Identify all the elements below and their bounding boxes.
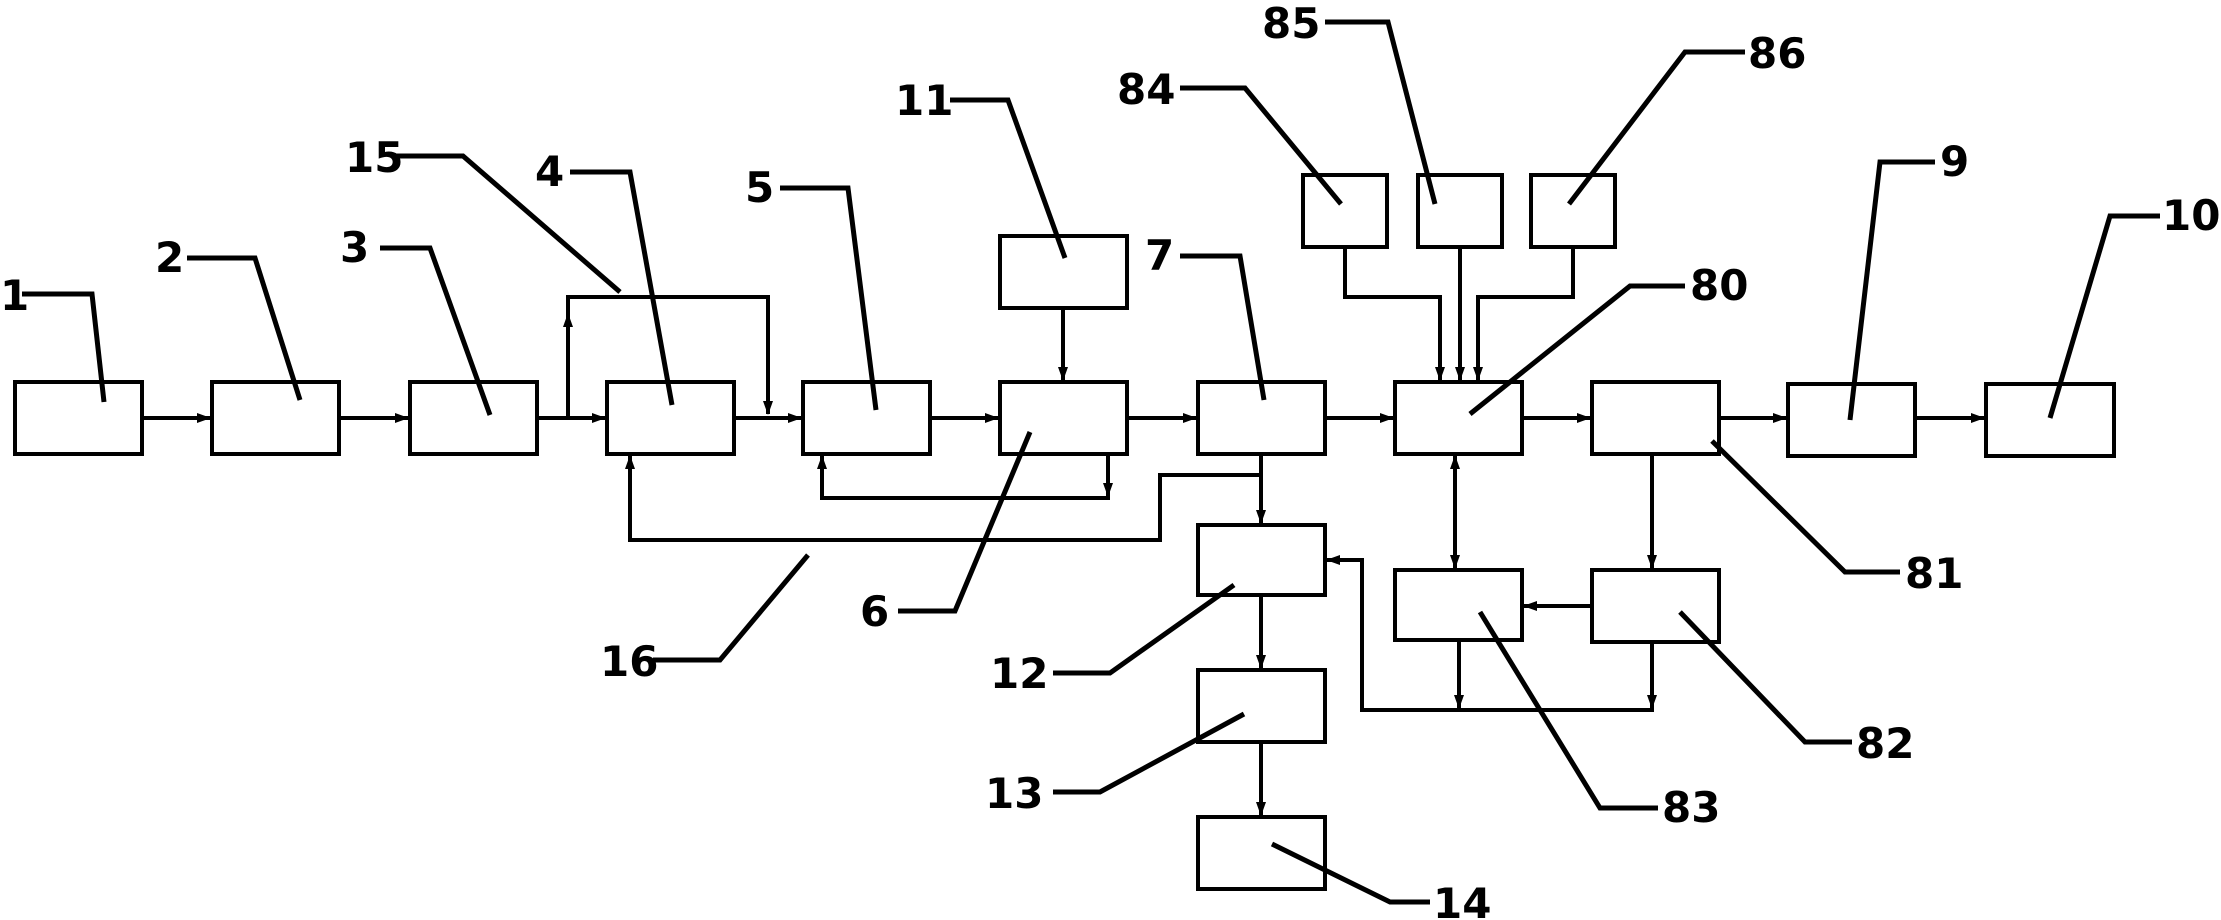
leader-81 — [1710, 439, 1900, 575]
block-14 — [1196, 815, 1327, 891]
label-84: 84 — [1117, 65, 1175, 114]
label-2: 2 — [155, 233, 184, 282]
label-81: 81 — [1905, 549, 1963, 598]
leader-10 — [2047, 213, 2160, 419]
label-14: 14 — [1433, 879, 1491, 920]
label-10: 10 — [2162, 191, 2220, 240]
block-3 — [408, 380, 539, 456]
label-1: 1 — [0, 271, 29, 320]
leader-5 — [780, 185, 879, 411]
leader-7 — [1180, 253, 1267, 401]
label-80: 80 — [1690, 261, 1748, 310]
leader-2 — [187, 255, 303, 401]
wire-84-80 — [1343, 247, 1445, 381]
block-86 — [1529, 173, 1617, 249]
wire-86-80 — [1473, 247, 1575, 381]
block-2 — [210, 380, 341, 456]
block-5 — [801, 380, 932, 456]
leader-15 — [395, 153, 622, 294]
label-9: 9 — [1940, 137, 1969, 186]
leader-4 — [570, 169, 675, 406]
block-11 — [998, 234, 1129, 310]
label-85: 85 — [1262, 0, 1320, 48]
leader-83 — [1477, 610, 1658, 811]
leader-80 — [1468, 283, 1685, 416]
block-1 — [13, 380, 144, 456]
block-81 — [1590, 380, 1721, 456]
label-82: 82 — [1856, 719, 1914, 768]
wire-loop-5-6 — [820, 454, 1110, 500]
label-83: 83 — [1662, 783, 1720, 832]
leader-86 — [1567, 49, 1745, 206]
leader-85 — [1325, 19, 1438, 205]
block-83 — [1393, 568, 1524, 642]
label-86: 86 — [1748, 29, 1806, 78]
block-80 — [1393, 380, 1524, 456]
block-84 — [1301, 173, 1389, 249]
leader-12 — [1053, 582, 1236, 676]
wire-bypass-15 — [566, 295, 773, 418]
label-12: 12 — [990, 649, 1048, 698]
leader-3 — [380, 245, 493, 416]
label-3: 3 — [340, 223, 369, 272]
label-11: 11 — [895, 76, 953, 125]
leader-14 — [1270, 841, 1430, 905]
leader-11 — [950, 97, 1068, 259]
label-15: 15 — [345, 133, 403, 182]
label-6: 6 — [860, 587, 889, 636]
wire-feedback-16 — [625, 455, 1261, 542]
label-16: 16 — [600, 637, 658, 686]
label-4: 4 — [535, 147, 564, 196]
leader-9 — [1847, 159, 1935, 421]
block-12 — [1196, 523, 1327, 597]
leader-16 — [653, 553, 810, 663]
block-6 — [998, 380, 1129, 456]
leader-1 — [22, 291, 107, 403]
block-10 — [1984, 382, 2116, 458]
leader-6 — [898, 431, 1033, 614]
leader-84 — [1180, 85, 1343, 206]
leader-13 — [1053, 711, 1246, 795]
label-13: 13 — [985, 769, 1043, 818]
leader-82 — [1678, 610, 1852, 745]
label-5: 5 — [745, 163, 774, 212]
label-7: 7 — [1145, 231, 1174, 280]
